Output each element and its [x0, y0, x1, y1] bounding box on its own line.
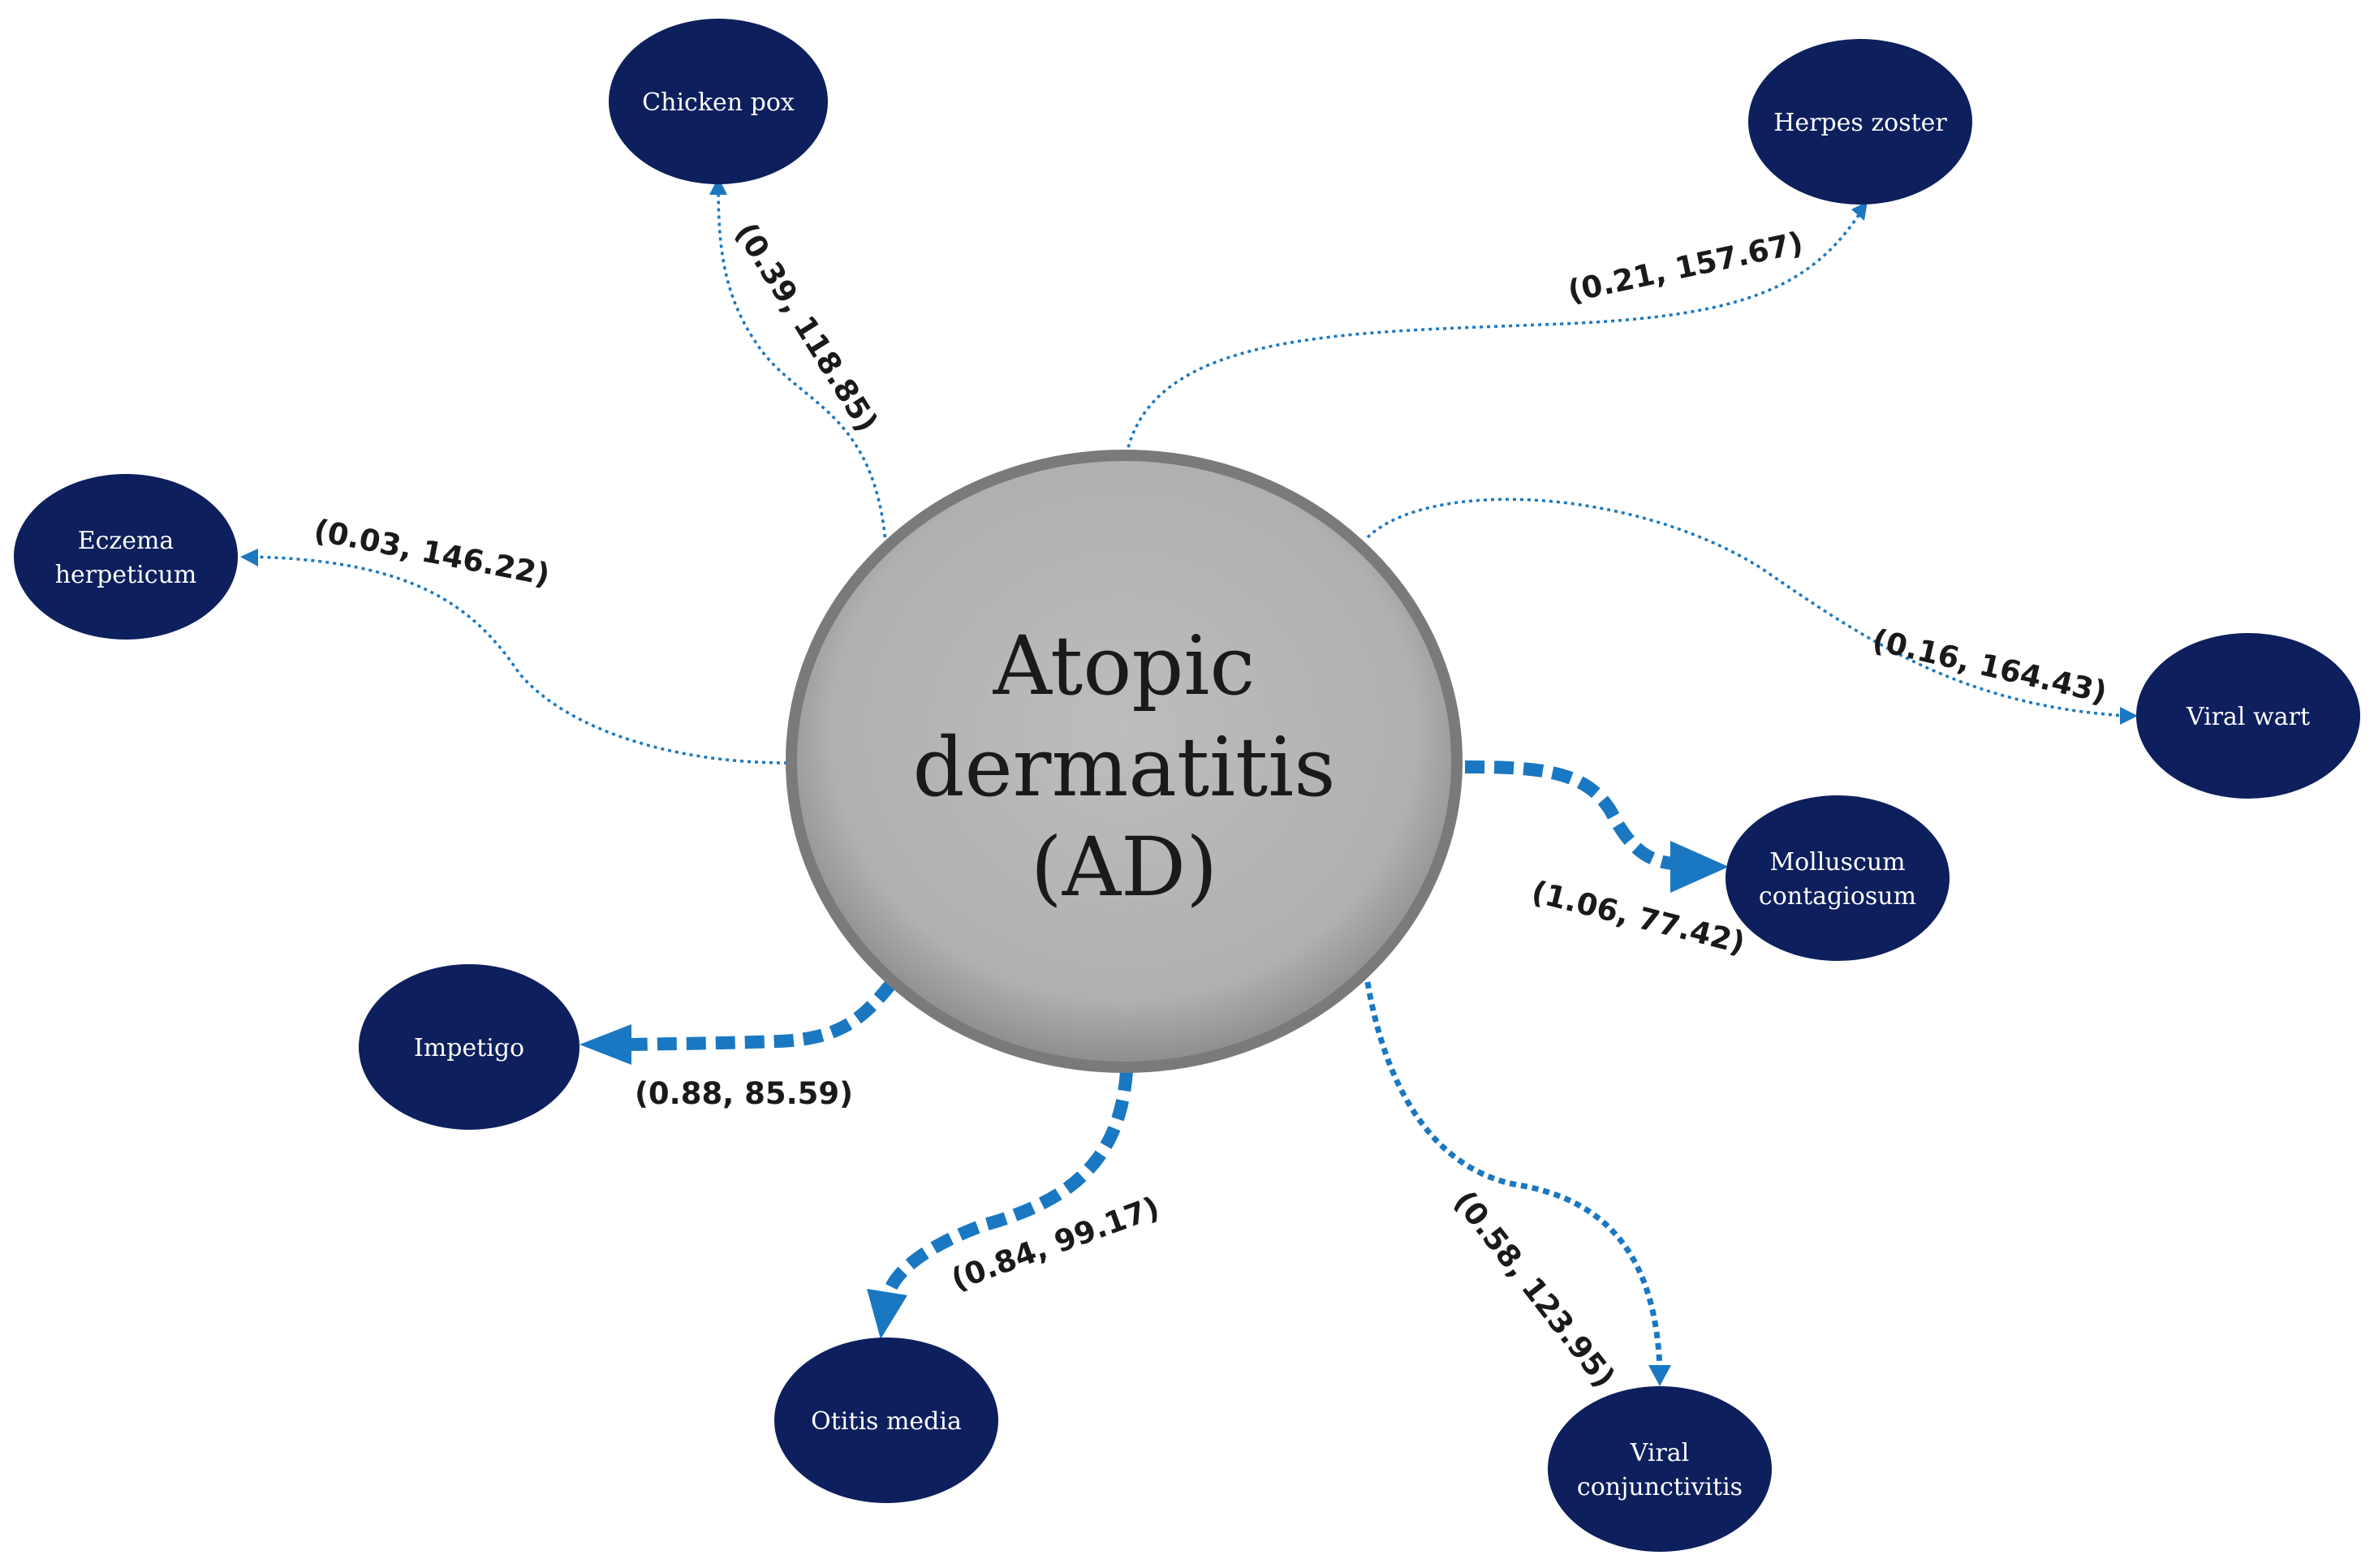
node-impetigo-label: Impetigo	[414, 1034, 524, 1062]
center-label-line-2: dermatitis	[912, 720, 1335, 815]
node-molluscum-contagiosum-label-line-2: contagiosum	[1759, 882, 1916, 911]
node-otitis-media-label: Otitis media	[811, 1407, 962, 1436]
node-impetigo: Impetigo	[359, 964, 579, 1130]
edge-otitis-media	[884, 1070, 1133, 1292]
node-chicken-pox-label: Chicken pox	[642, 88, 795, 117]
node-eczema-herpeticum: Eczema herpeticum	[14, 474, 238, 640]
edges	[240, 177, 2138, 1386]
edge-eczema-herpeticum-arrowhead	[240, 549, 258, 566]
edge-viral-conjunctivitis-arrowhead	[1648, 1365, 1671, 1386]
node-molluscum-contagiosum: Molluscum contagiosum	[1726, 795, 1950, 961]
node-eczema-herpeticum-label-line-2: herpeticum	[55, 561, 197, 589]
edge-impetigo	[628, 980, 897, 1051]
node-viral-conjunctivitis-shape	[1548, 1386, 1772, 1552]
edge-viral-wart-arrowhead	[2120, 707, 2138, 725]
node-molluscum-contagiosum-label-line-1: Molluscum	[1769, 848, 1905, 877]
edge-herpes-zoster-arrowhead	[1851, 201, 1868, 221]
edge-impetigo-arrowhead	[579, 1024, 631, 1065]
center-label-line-3: (AD)	[1031, 820, 1217, 915]
node-viral-conjunctivitis: Viral conjunctivitis	[1548, 1386, 1772, 1552]
edge-label-herpes-zoster: (0.21, 157.67)	[1565, 225, 1806, 308]
edge-label-chicken-pox: (0.39, 118.85)	[728, 217, 885, 438]
node-viral-wart-label: Viral wart	[2186, 703, 2310, 731]
node-eczema-herpeticum-label-line-1: Eczema	[78, 527, 174, 555]
outer-nodes: Chicken pox Herpes zoster Eczema herpeti…	[14, 19, 2360, 1552]
edge-eczema-herpeticum	[249, 555, 788, 765]
edge-label-eczema-herpeticum: (0.03, 146.22)	[311, 513, 553, 592]
node-viral-conjunctivitis-label-line-2: conjunctivitis	[1577, 1473, 1743, 1501]
edge-molluscum-contagiosum-arrowhead	[1670, 841, 1729, 893]
node-herpes-zoster-shape	[1748, 39, 1972, 205]
edge-molluscum-contagiosum	[1464, 760, 1674, 870]
node-herpes-zoster-label: Herpes zoster	[1773, 109, 1947, 137]
edge-label-otitis-media: (0.84, 99.17)	[946, 1190, 1164, 1297]
edge-label-impetigo: (0.88, 85.59)	[635, 1076, 853, 1111]
node-chicken-pox: Chicken pox	[609, 19, 828, 184]
node-eczema-herpeticum-shape	[14, 474, 238, 640]
node-otitis-media: Otitis media	[774, 1338, 998, 1503]
edge-otitis-media-arrowhead	[867, 1289, 907, 1339]
node-molluscum-contagiosum-shape	[1726, 795, 1950, 961]
node-otitis-media-shape	[774, 1338, 998, 1503]
node-impetigo-shape	[359, 964, 579, 1130]
node-viral-wart: Viral wart	[2136, 633, 2360, 799]
edge-label-molluscum-contagiosum: (1.06, 77.42)	[1528, 874, 1749, 961]
node-viral-wart-shape	[2136, 633, 2360, 799]
edge-chicken-pox	[717, 183, 888, 553]
edge-chicken-pox-arrowhead	[709, 177, 727, 195]
center-node-shape	[786, 450, 1463, 1073]
center-node-atopic-dermatitis: Atopic dermatitis (AD)	[786, 450, 1463, 1073]
edge-viral-conjunctivitis	[1364, 981, 1663, 1369]
node-chicken-pox-shape	[609, 19, 828, 184]
node-viral-conjunctivitis-label-line-1: Viral	[1630, 1439, 1690, 1467]
node-herpes-zoster: Herpes zoster	[1748, 39, 1972, 205]
center-label-line-1: Atopic	[993, 618, 1256, 713]
edge-label-viral-wart: (0.16, 164.43)	[1869, 622, 2110, 710]
edge-herpes-zoster	[1125, 207, 1865, 455]
